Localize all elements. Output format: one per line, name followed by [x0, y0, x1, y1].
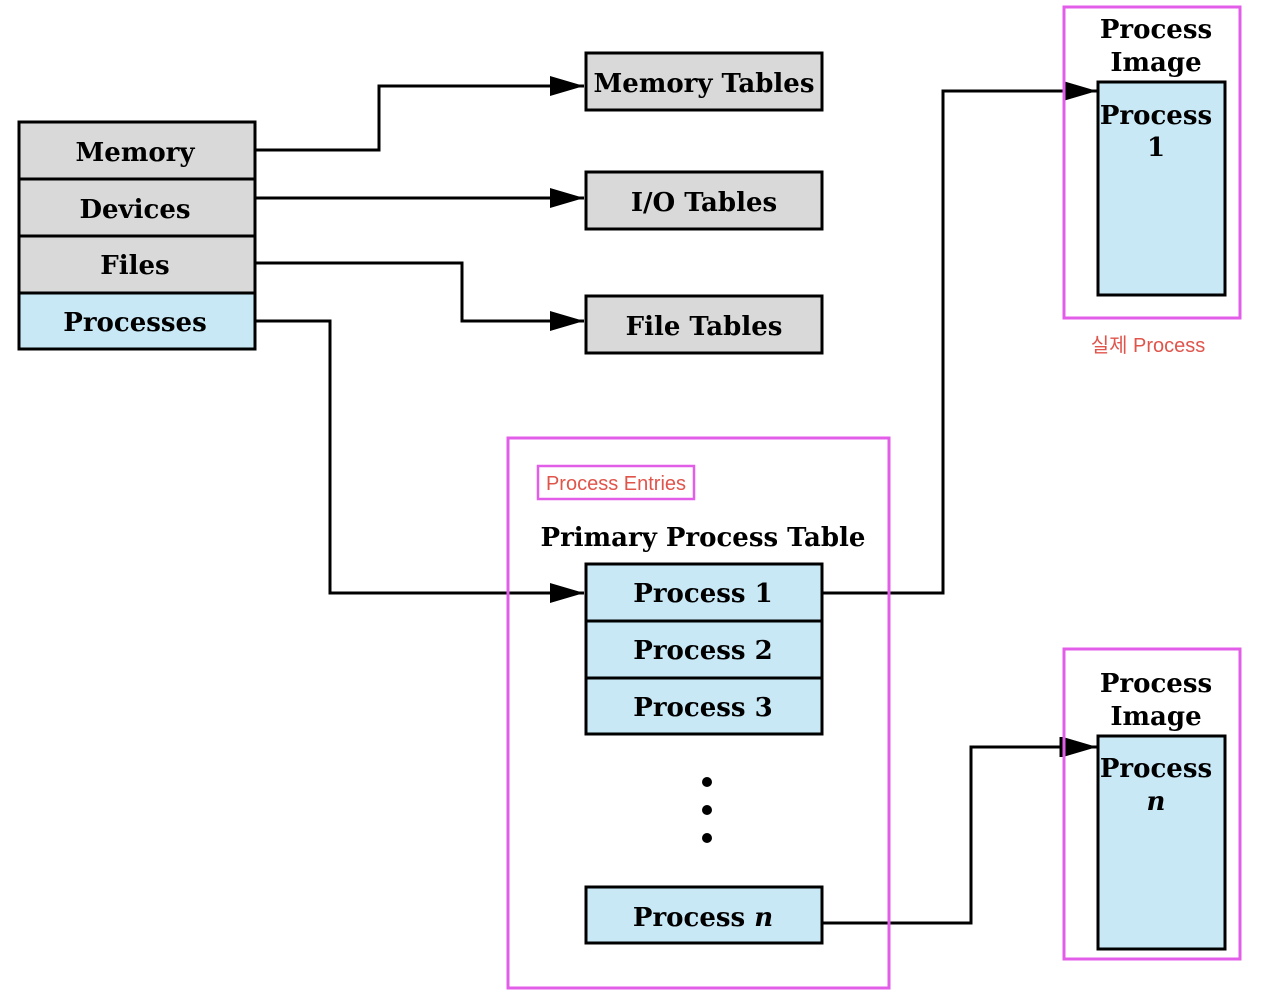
- image-n-highlight-box: [1062, 647, 1242, 961]
- process-row-1-label: Process 1: [633, 579, 772, 609]
- processes-arrow: [255, 319, 584, 603]
- process-row-1: [584, 562, 824, 623]
- memory-cell: [17, 120, 257, 181]
- highlight-annotations: [506, 5, 1242, 990]
- process-row-3: [584, 676, 824, 736]
- image-1-body: [1096, 80, 1227, 297]
- memory-arrow: [255, 76, 584, 152]
- ellipsis-dot-2: [702, 805, 712, 815]
- target-tables: Memory Tables I/O Tables File Tables: [584, 51, 824, 355]
- io-tables-label: I/O Tables: [631, 188, 777, 218]
- io-tables-box: [584, 170, 824, 231]
- process-row-n: [584, 885, 824, 945]
- process-row-n-prefix: Process: [633, 903, 754, 933]
- process-image-1: Process Image Process 1: [1096, 15, 1227, 297]
- memory-tables-label: Memory Tables: [594, 69, 815, 99]
- files-label: Files: [100, 251, 169, 281]
- process-row-3-label: Process 3: [633, 693, 772, 723]
- processn-to-image-arrow: [822, 737, 1097, 925]
- processes-label: Processes: [63, 308, 206, 338]
- file-tables-box: [584, 294, 824, 355]
- connector-arrows: [255, 76, 1097, 925]
- process-entries-note: Process Entries: [546, 473, 686, 495]
- ellipsis-dot-1: [702, 777, 712, 787]
- file-tables-label: File Tables: [626, 312, 783, 342]
- process-image-n: Process Image Process n: [1096, 669, 1227, 951]
- image-n-inner-line1: Process: [1100, 754, 1212, 784]
- memory-label: Memory: [76, 138, 196, 168]
- ellipsis-dot-3: [702, 833, 712, 843]
- image-1-title-line1: Process: [1100, 15, 1212, 45]
- process-row-n-label: Process n: [633, 903, 773, 933]
- memory-tables-box: [584, 51, 824, 112]
- image-n-body: [1096, 734, 1227, 951]
- image-n-title-line2: Image: [1110, 702, 1201, 732]
- devices-cell: [17, 177, 257, 238]
- primary-process-table: Primary Process Table Process 1 Process …: [541, 523, 866, 945]
- image-n-title-line1: Process: [1100, 669, 1212, 699]
- process-entries-label-box: [536, 464, 696, 501]
- image-1-highlight-box: [1062, 5, 1242, 320]
- process-row-2-label: Process 2: [633, 636, 772, 666]
- devices-label: Devices: [79, 195, 190, 225]
- actual-process-note: 실제 Process: [1091, 334, 1206, 357]
- image-1-inner-line2: 1: [1147, 133, 1165, 163]
- image-1-title-line2: Image: [1110, 48, 1201, 78]
- process-row-n-var: n: [754, 903, 773, 933]
- image-1-inner-line1: Process: [1100, 101, 1212, 131]
- process-entries-highlight-box: [506, 436, 891, 990]
- process1-to-image-arrow: [822, 81, 1097, 595]
- files-arrow: [255, 261, 584, 331]
- image-n-inner-line2: n: [1147, 787, 1166, 817]
- os-control-tables: Memory Devices Files Processes: [17, 120, 257, 351]
- primary-table-title: Primary Process Table: [541, 523, 866, 553]
